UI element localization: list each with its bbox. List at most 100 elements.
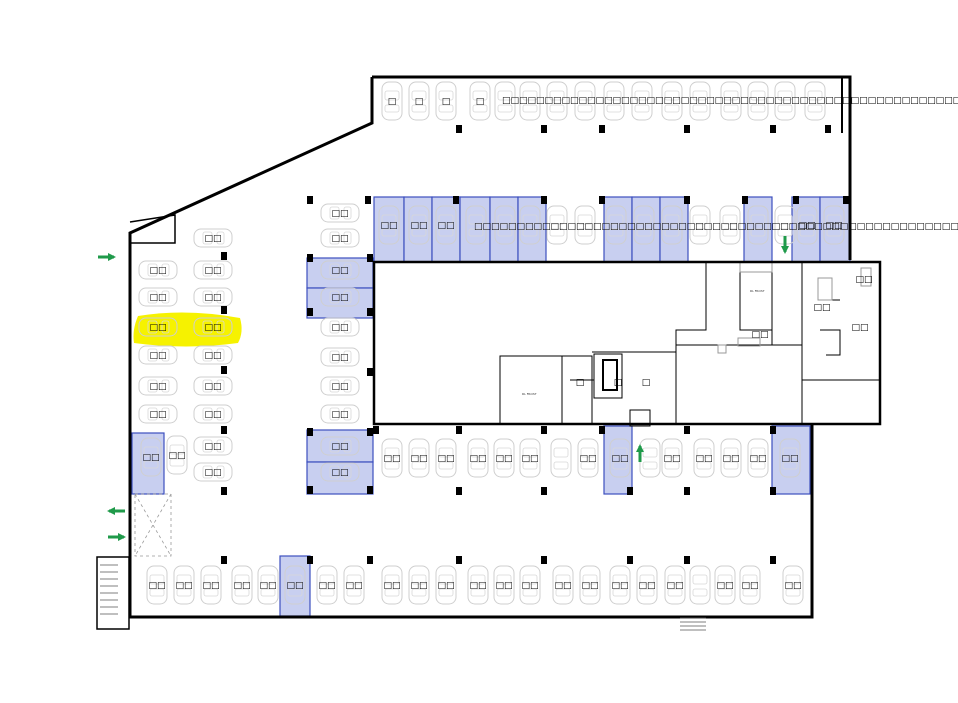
lower-mid-space: □□: [410, 454, 427, 464]
column: [307, 556, 313, 564]
core-left-space: □□: [331, 442, 348, 452]
column: [307, 308, 313, 316]
bottom-row-space: □□: [410, 581, 427, 591]
mid-row-space: □□: [410, 221, 427, 231]
room-space-label: □□: [813, 303, 830, 313]
top-row-space: □: [476, 97, 485, 107]
reserved-space: [306, 461, 374, 495]
reserved-space: [743, 196, 773, 263]
bottom-row-space: □□: [554, 581, 571, 591]
column: [221, 426, 227, 434]
left-column-space: □□: [204, 293, 221, 303]
left-column-space: □□: [149, 410, 166, 420]
left-column-space: □□: [204, 234, 221, 244]
mid-row-space: □□: [437, 221, 454, 231]
lower-mid-space: □□: [383, 454, 400, 464]
column: [684, 426, 690, 434]
mid-row-label: □□□□□□□□□□□□□□□□□□□□□□□□□□□□□□□□□□□□□□□□…: [474, 222, 958, 232]
reserved-space: [603, 425, 633, 495]
core-left-space: □□: [331, 209, 348, 219]
column: [365, 196, 371, 204]
room-space-label: □: [576, 378, 585, 388]
left-column-space: □□: [204, 442, 221, 452]
left-column-space: □□: [204, 266, 221, 276]
column: [367, 556, 373, 564]
room-space-label: □□: [751, 330, 768, 340]
room-space-label: □: [614, 378, 623, 388]
column: [684, 125, 690, 133]
outer-walls: [96, 75, 882, 630]
left-column-space: □□: [204, 410, 221, 420]
column: [599, 125, 605, 133]
bottom-row-space: □□: [383, 581, 400, 591]
left-column-space: □□: [204, 351, 221, 361]
mid-row-space: □□: [380, 221, 397, 231]
lower-mid-space: □□: [611, 454, 628, 464]
bottom-row-space: □□: [521, 581, 538, 591]
column: [307, 254, 313, 262]
column: [627, 556, 633, 564]
column: [599, 426, 605, 434]
column: [742, 196, 748, 204]
left-column-space: □□: [204, 382, 221, 392]
bottom-row-space: □□: [175, 581, 192, 591]
left-column-space: □□: [149, 293, 166, 303]
bottom-row-space: □□: [259, 581, 276, 591]
direction-arrows: [98, 236, 789, 541]
ramp-area: [134, 493, 172, 557]
core-left-space: □□: [331, 234, 348, 244]
column: [453, 196, 459, 204]
top-row-space: □: [388, 97, 397, 107]
column: [367, 308, 373, 316]
lower-mid-space: □□: [495, 454, 512, 464]
core-left-space: □□: [331, 382, 348, 392]
reserved-space: [131, 432, 165, 495]
left-edge-space: □□: [142, 453, 159, 463]
column: [770, 426, 776, 434]
column: [684, 196, 690, 204]
column: [684, 556, 690, 564]
column: [770, 556, 776, 564]
column: [456, 556, 462, 564]
lower-mid-space: □□: [749, 454, 766, 464]
column: [456, 487, 462, 495]
column: [307, 196, 313, 204]
space-labels: □□□□□□□□□□□□□□□□□□□□□□□□□□□□□□□□□□□□□□□□…: [142, 97, 872, 591]
lower-mid-space: □□: [437, 454, 454, 464]
left-edge-space: □□: [168, 451, 185, 461]
stairs: [100, 564, 118, 615]
lower-mid-space: □□: [722, 454, 739, 464]
column: [367, 428, 373, 436]
core-left-space: □□: [331, 323, 348, 333]
column: [221, 487, 227, 495]
bottom-row-space: □□: [469, 581, 486, 591]
column: [367, 368, 373, 376]
column: [221, 306, 227, 314]
top-row-space: □: [442, 97, 451, 107]
core-left-space: □□: [331, 293, 348, 303]
column: [541, 556, 547, 564]
lower-mid-space: □□: [695, 454, 712, 464]
column: [367, 486, 373, 494]
bottom-row-space: □□: [148, 581, 165, 591]
column: [541, 125, 547, 133]
top-row-space: □: [415, 97, 424, 107]
direction-arrow: [107, 507, 125, 515]
column: [221, 556, 227, 564]
column: [456, 426, 462, 434]
room-space-label: □□: [851, 323, 868, 333]
reserved-space: [771, 425, 811, 495]
column: [770, 125, 776, 133]
left-column-space: □□: [149, 351, 166, 361]
left-column-space: □□: [149, 266, 166, 276]
bottom-row-space: □□: [437, 581, 454, 591]
column: [541, 196, 547, 204]
highlighted-space: [133, 312, 242, 347]
core-left-space: □□: [331, 266, 348, 276]
column: [793, 196, 799, 204]
bottom-row-space: □□: [716, 581, 733, 591]
reserved-space-overlays: [131, 196, 851, 617]
core-left-space: □□: [331, 410, 348, 420]
direction-arrow: [781, 236, 789, 254]
